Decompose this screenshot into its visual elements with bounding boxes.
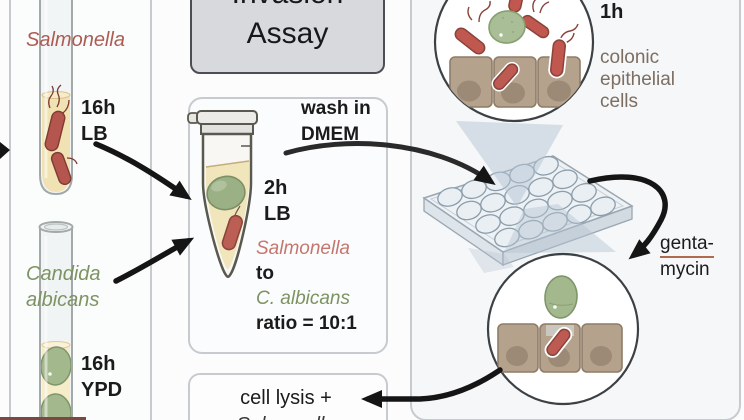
- edge-red-fragment: [0, 417, 86, 420]
- cell-lysis-panel: [188, 373, 388, 420]
- lb-duration: 16h: [81, 97, 116, 119]
- figure-title-line2: Assay: [246, 17, 329, 50]
- lysis-line1: cell lysis +: [240, 387, 332, 409]
- lb-culture-label: 16h LB: [81, 95, 115, 147]
- left-cultures-panel: [9, 0, 152, 420]
- arrow-to-cell-lysis-icon: [361, 367, 503, 408]
- ypd-medium: YPD: [81, 379, 123, 401]
- candida-line2: albicans: [26, 289, 100, 311]
- ypd-culture-label: 16h YPD: [81, 351, 122, 403]
- figure-title-box: Invasion Assay: [190, 0, 385, 74]
- gentamycin-line2: mycin: [660, 259, 710, 280]
- wash-dmem-label: wash in DMEM: [301, 96, 371, 148]
- coculture-medium: LB: [264, 203, 291, 225]
- candida-species-label: Candida albicans: [26, 261, 101, 313]
- arrow-wash-to-plate-icon: [283, 141, 496, 186]
- wash-line2: DMEM: [301, 124, 360, 145]
- zoom-beam-bottom: [504, 204, 616, 253]
- coculture-ratio-label: Salmonella to C. albicans ratio = 10:1: [256, 236, 357, 336]
- ypd-duration: 16h: [81, 353, 116, 375]
- coculture-duration: 2h: [264, 177, 288, 199]
- salmonella-culture-tube-icon: [39, 0, 78, 196]
- gentamycin-label: genta- mycin: [660, 232, 714, 281]
- intracellular-salmonella-circle-icon: [486, 252, 640, 406]
- incubation-time-label: 1h: [600, 1, 624, 23]
- ratio-species2: C. albicans: [256, 288, 350, 309]
- cells-line1: colonic: [600, 47, 660, 68]
- arrow-ypd-to-coculture-icon: [113, 237, 195, 284]
- lb-medium: LB: [81, 123, 108, 145]
- edge-arrowhead-icon: [0, 142, 10, 159]
- salmonella-species-label: Salmonella: [26, 29, 125, 51]
- gentamycin-line1: genta-: [660, 232, 714, 258]
- microcentrifuge-tube-icon: [187, 110, 258, 278]
- zoom-beam-top: [456, 121, 563, 207]
- colonic-epithelial-cells-label: colonic epithelial cells: [600, 47, 675, 113]
- coculture-duration-label: 2h LB: [264, 175, 291, 227]
- lysis-line2: Salmonella: [188, 412, 384, 420]
- ratio-species1: Salmonella: [256, 238, 350, 259]
- candida-culture-tube-icon: [38, 221, 74, 420]
- zoom-beam-cross: [468, 248, 514, 273]
- epithelial-infection-circle-icon: [433, 0, 595, 123]
- ratio-connector: to: [256, 263, 274, 284]
- cell-lysis-label: cell lysis + Salmonella: [188, 385, 384, 420]
- cells-line3: cells: [600, 91, 639, 112]
- cells-line2: epithelial: [600, 69, 675, 90]
- figure-title-line1: Invasion: [232, 0, 344, 14]
- candida-line1: Candida: [26, 263, 101, 285]
- wash-line1: wash in: [301, 98, 371, 119]
- arrow-lb-to-coculture-icon: [93, 141, 192, 200]
- ratio-value: ratio = 10:1: [256, 313, 357, 334]
- arrow-plate-to-gentamycin-icon: [587, 174, 668, 260]
